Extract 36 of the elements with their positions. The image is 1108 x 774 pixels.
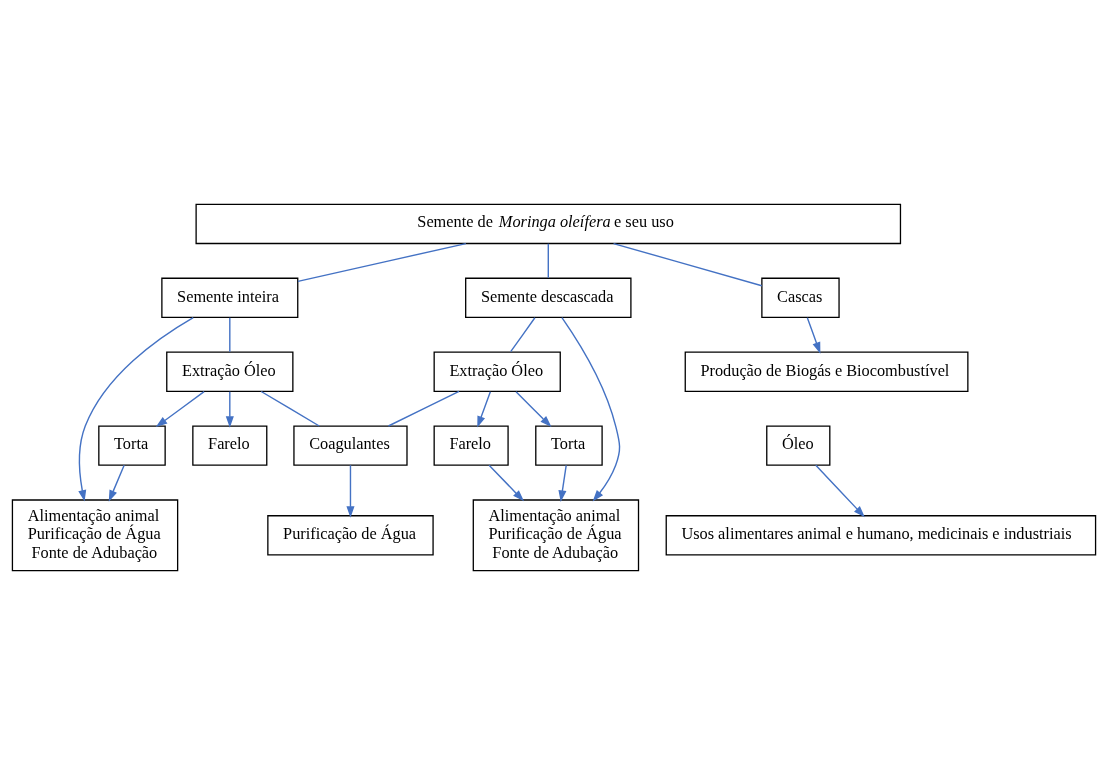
connector (229, 316, 231, 352)
node-box: Alimentação animal Purificação de Água Fonte de Adubação (472, 498, 640, 571)
arrow (815, 464, 865, 517)
arrow (561, 316, 621, 502)
connector (510, 316, 536, 352)
node-box: Extração Óleo (166, 351, 294, 392)
connector (297, 242, 467, 282)
arrow (477, 390, 492, 428)
node-box: Óleo (766, 424, 831, 466)
node-box: Farelo (433, 424, 509, 466)
node-box: Purificação de Água (267, 514, 434, 556)
arrow (108, 464, 125, 502)
arrow (78, 316, 194, 502)
arrow (488, 464, 525, 501)
node-box: Semente inteira (161, 277, 299, 318)
connector (387, 390, 460, 427)
node-box: Semente descascada (465, 277, 632, 318)
node-box: Alimentação animal Purificação de Água Fonte de Adubação (11, 498, 179, 571)
node-box: Torta (98, 424, 166, 466)
arrow (155, 390, 205, 427)
arrow (806, 316, 821, 354)
connector (612, 242, 763, 286)
arrow (346, 464, 355, 518)
arrow (225, 390, 234, 428)
node-box: Usos alimentares animal e humano, medicinais e industriais (665, 514, 1097, 556)
node-box: Produção de Biogás e Biocombustível (684, 351, 969, 392)
node-box: Cascas (761, 277, 840, 318)
connector (547, 242, 549, 278)
node-box: Extração Óleo (433, 351, 561, 392)
connector (260, 390, 320, 427)
arrow (558, 464, 567, 502)
node-box: Farelo (192, 424, 268, 466)
node-box: Semente de Moringa oleífera e seu uso (195, 203, 902, 244)
arrow (515, 390, 552, 427)
node-box: Torta (535, 424, 603, 466)
node-box: Coagulantes (293, 424, 408, 466)
